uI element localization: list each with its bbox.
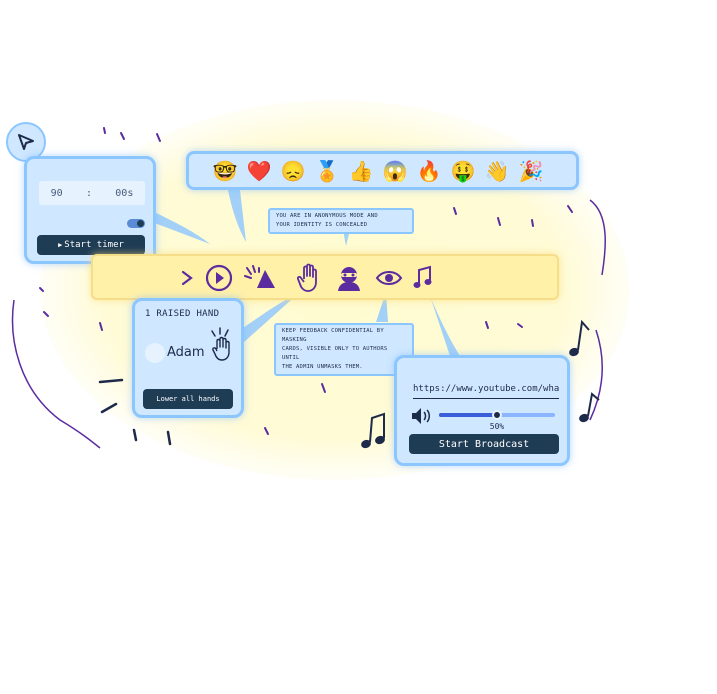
timer-panel: 90 : 00s ▶ Start timer (24, 156, 156, 264)
nerd-face-emoji[interactable]: 🤓 (212, 159, 238, 183)
fire-emoji[interactable]: 🔥 (416, 159, 442, 183)
volume-percentage: 50% (489, 422, 505, 431)
waving-hand-emoji[interactable]: 👋 (484, 159, 510, 183)
raised-hand-user-name: Adam (167, 345, 205, 360)
waving-hand-icon (211, 327, 230, 361)
start-timer-button[interactable]: ▶ Start timer (37, 235, 145, 255)
party-popper-emoji[interactable]: 🎉 (518, 159, 544, 183)
thumbs-up-emoji[interactable]: 👍 (348, 159, 374, 183)
start-broadcast-button[interactable]: Start Broadcast (409, 434, 559, 454)
timer-toggle[interactable] (127, 219, 145, 228)
avatar (145, 343, 165, 363)
raised-hands-title: 1 RAISED HAND (145, 309, 220, 319)
broadcast-url-input[interactable]: https://www.youtube.com/what... (413, 384, 559, 399)
screaming-face-emoji[interactable]: 😱 (382, 159, 408, 183)
play-icon: ▶ (58, 241, 63, 249)
volume-icon[interactable] (410, 405, 432, 427)
emoji-reaction-bar: 🤓 ❤️ 😞 🏅 👍 😱 🔥 🤑 👋 🎉 (186, 151, 579, 190)
feedback-masking-tooltip: KEEP FEEDBACK CONFIDENTIAL BY MASKING CA… (274, 323, 414, 376)
party-popper-icon[interactable] (241, 262, 281, 294)
timer-display[interactable]: 90 : 00s (39, 181, 145, 205)
money-face-emoji[interactable]: 🤑 (450, 159, 476, 183)
volume-fill (439, 413, 497, 417)
tooltip-line: YOU ARE IN ANONYMOUS MODE AND (276, 213, 378, 219)
volume-knob[interactable] (492, 410, 502, 420)
raise-hand-icon[interactable] (293, 262, 325, 294)
cursor-icon (18, 134, 34, 150)
tooltip-line: KEEP FEEDBACK CONFIDENTIAL BY MASKING (282, 328, 384, 343)
timer-minutes[interactable]: 90 (50, 187, 63, 199)
tooltip-line: YOUR IDENTITY IS CONCEALED (276, 222, 368, 228)
lower-all-hands-button[interactable]: Lower all hands (143, 389, 233, 409)
emoji-row: 🤓 ❤️ 😞 🏅 👍 😱 🔥 🤑 👋 🎉 (211, 157, 545, 185)
tooltip-line: THE ADMIN UNMASKS THEM. (282, 364, 363, 370)
timer-seconds[interactable]: 00s (115, 187, 134, 199)
tooltip-line: CARDS, VISIBLE ONLY TO AUTHORS UNTIL (282, 346, 388, 361)
eye-icon[interactable] (373, 262, 405, 294)
anonymous-mode-tooltip: YOU ARE IN ANONYMOUS MODE AND YOUR IDENT… (268, 208, 414, 234)
medal-emoji[interactable]: 🏅 (314, 159, 340, 183)
chevron-right-icon[interactable] (171, 262, 203, 294)
sad-face-emoji[interactable]: 😞 (280, 159, 306, 183)
toggle-knob (137, 220, 144, 227)
heart-emoji[interactable]: ❤️ (246, 159, 272, 183)
volume-slider[interactable] (439, 410, 555, 420)
play-icon[interactable] (203, 262, 235, 294)
music-note-icon[interactable] (407, 262, 439, 294)
timer-separator: : (85, 187, 92, 199)
start-broadcast-label: Start Broadcast (438, 438, 530, 450)
start-timer-label: Start timer (64, 240, 124, 250)
main-toolbar (91, 254, 559, 300)
raised-hands-panel: 1 RAISED HAND Adam Lower all hands (132, 298, 244, 418)
lower-all-hands-label: Lower all hands (156, 395, 220, 403)
anonymous-mask-icon[interactable] (333, 262, 365, 294)
broadcast-panel: https://www.youtube.com/what... 50% Star… (394, 355, 570, 466)
